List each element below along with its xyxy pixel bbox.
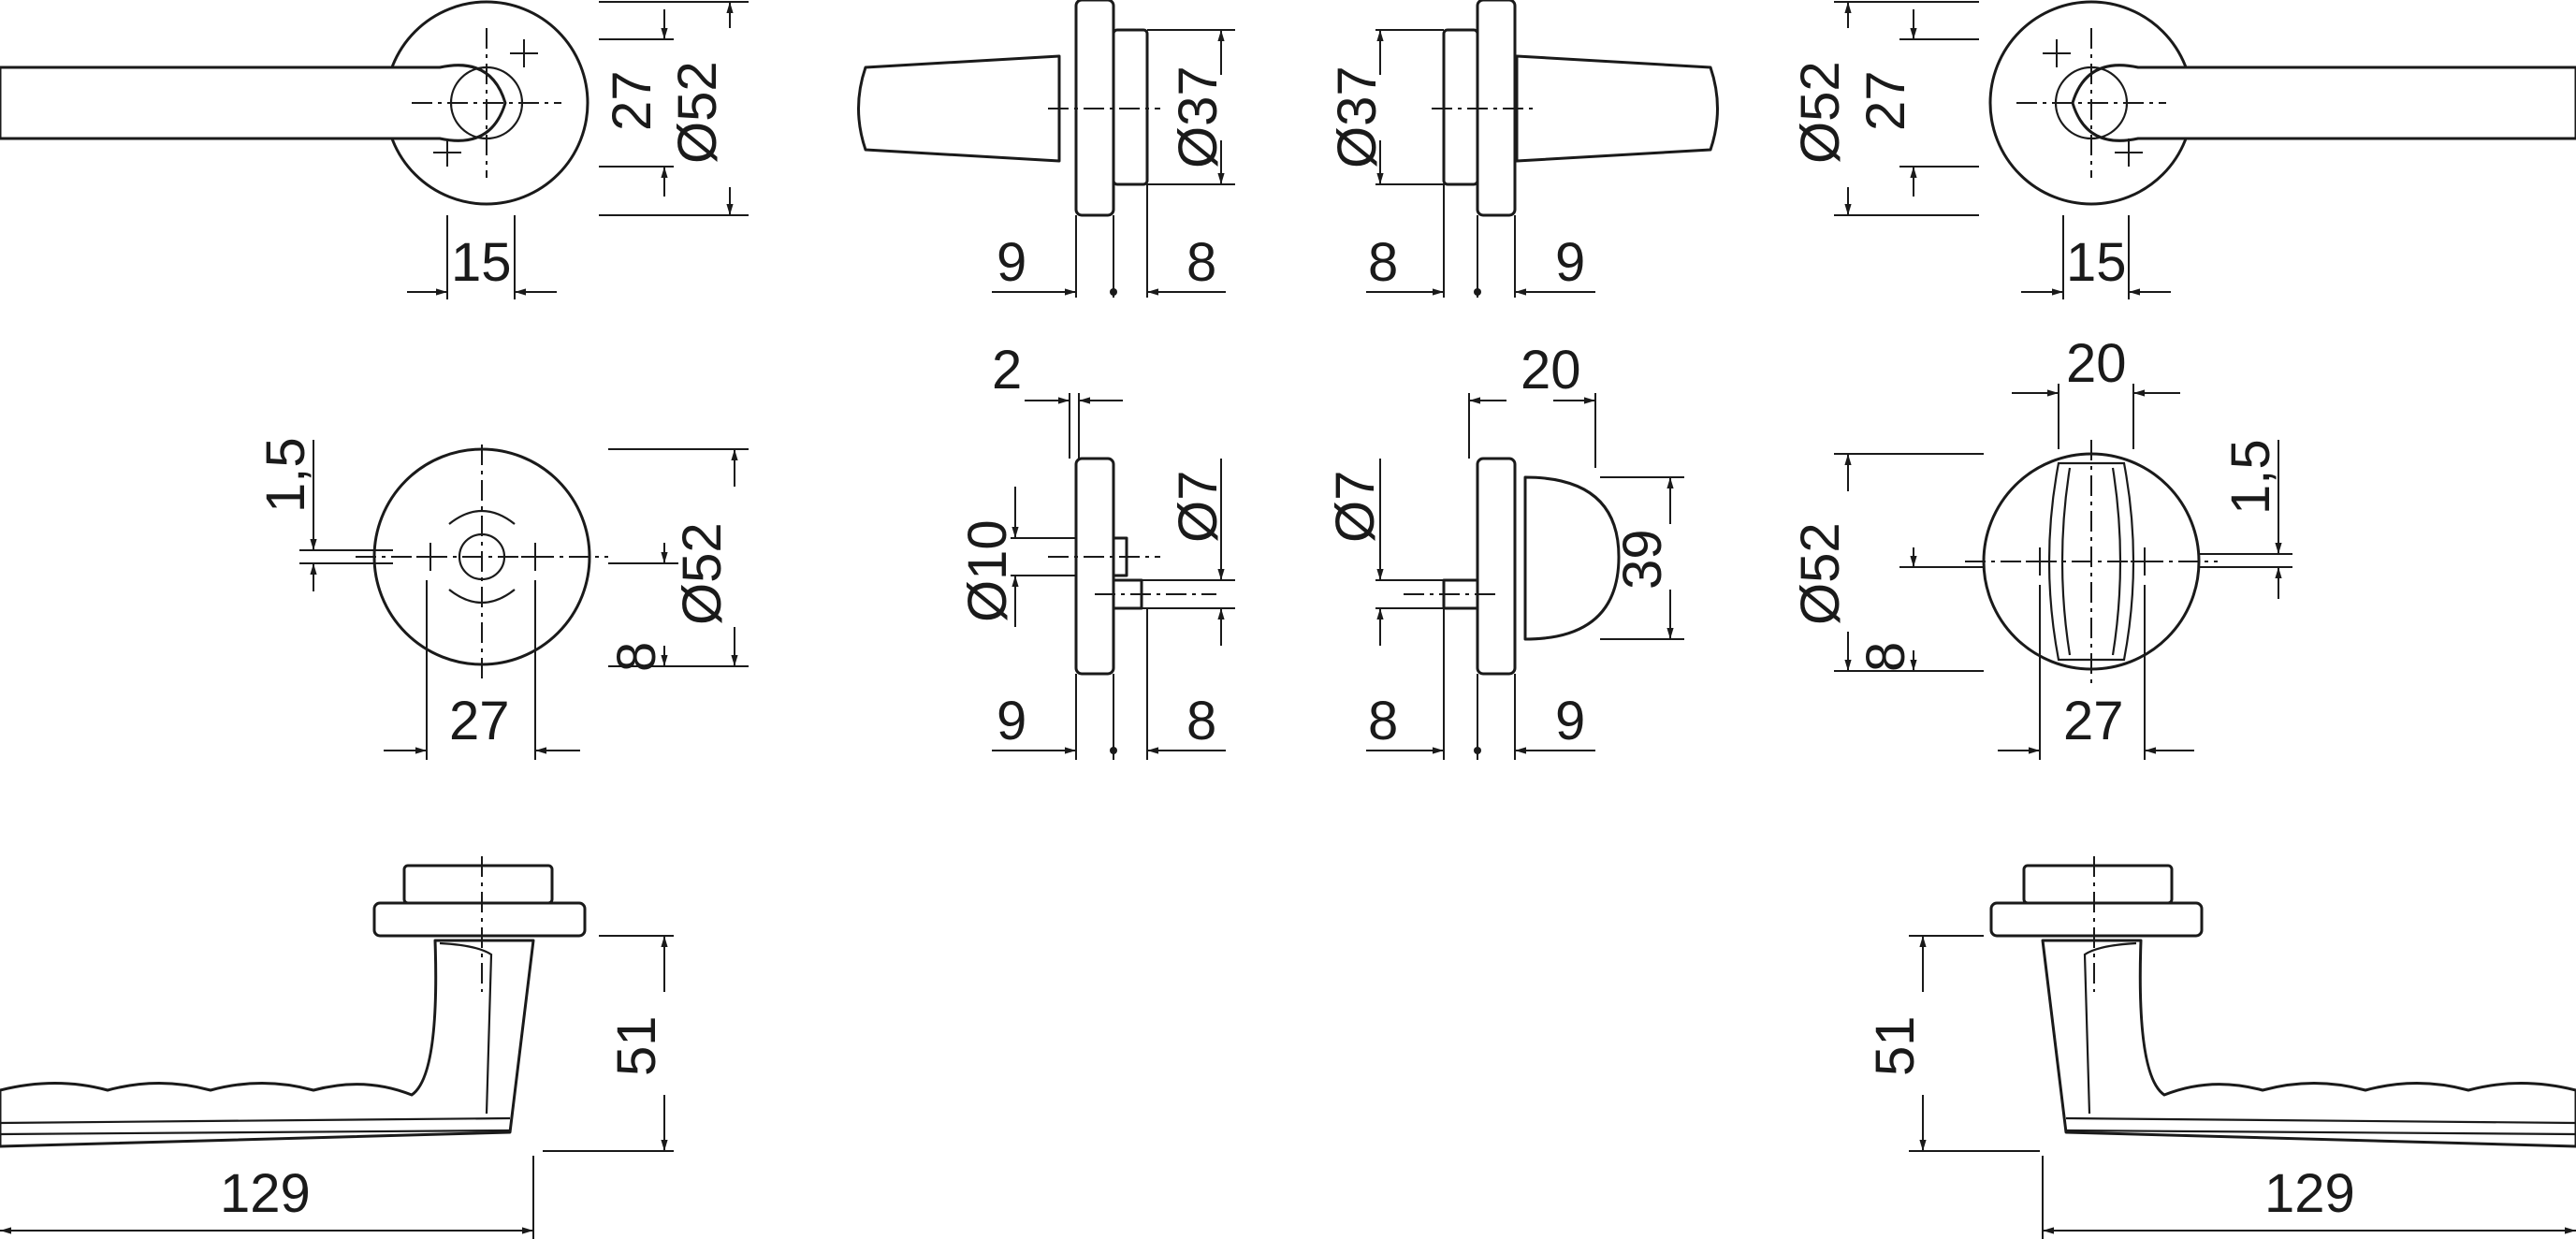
- dim-right-thickness: 9: [1555, 691, 1585, 751]
- dim-left-thickness: 9: [997, 232, 1026, 293]
- dim-rose-height: 27: [1856, 70, 1916, 131]
- lever-top-left: 15 27 Ø52: [0, 0, 749, 299]
- lever-top-right: 15 Ø52 27: [1790, 0, 2576, 299]
- dim-diameter-small: Ø7: [1325, 471, 1386, 543]
- dim-width: 15: [451, 232, 512, 293]
- dim-left-thickness: 8: [1368, 232, 1398, 293]
- dim-rose-height: 27: [602, 70, 662, 131]
- dim-right-thickness: 9: [1555, 232, 1585, 293]
- dim-height: 51: [1865, 1015, 1926, 1076]
- dim-height: 51: [606, 1015, 667, 1076]
- dim-length: 129: [220, 1163, 311, 1224]
- dim-rose-diameter: Ø52: [1790, 61, 1851, 164]
- dim-width: 15: [2066, 232, 2127, 293]
- dim-plate: 2: [992, 340, 1022, 401]
- turn-rose-front: 27 1,5 Ø52 8: [255, 437, 749, 760]
- knob-front: 20 27 1,5 Ø52 8: [1790, 333, 2292, 760]
- dim-width: 20: [1521, 340, 1581, 401]
- dim-rose-diameter: Ø52: [667, 61, 728, 164]
- dim-diameter: Ø52: [1790, 522, 1851, 625]
- dim-length: 129: [2264, 1163, 2355, 1224]
- dim-spacing: 27: [2063, 691, 2124, 751]
- lever-side-right: 51 129: [1865, 856, 2576, 1239]
- rose-side-right: Ø37 8 9: [1327, 0, 1719, 298]
- dim-offset-low: 8: [606, 642, 667, 672]
- dim-diameter: Ø37: [1168, 66, 1229, 168]
- dim-right-thickness: 8: [1186, 232, 1216, 293]
- dim-offset: 1,5: [255, 437, 316, 513]
- dim-right-thickness: 8: [1186, 691, 1216, 751]
- spindle-side: 2 Ø10 Ø7 9 8: [957, 340, 1235, 760]
- rose-side-left: Ø37 9 8: [857, 0, 1235, 298]
- dim-offset: 1,5: [2220, 439, 2281, 515]
- dim-left-thickness: 8: [1368, 691, 1398, 751]
- dim-left-thickness: 9: [997, 691, 1026, 751]
- dim-width: 20: [2066, 333, 2127, 394]
- knob-side: 20 39 Ø7 8 9: [1325, 340, 1684, 760]
- lever-side-left: 51 129: [0, 856, 674, 1239]
- dim-diameter-large: Ø10: [957, 519, 1018, 622]
- dim-diameter-small: Ø7: [1168, 471, 1229, 543]
- dim-diameter: Ø37: [1327, 66, 1388, 168]
- dim-spacing: 27: [449, 691, 510, 751]
- dim-offset-low: 8: [1856, 642, 1916, 672]
- dim-height: 39: [1612, 529, 1673, 590]
- dim-diameter: Ø52: [672, 522, 733, 625]
